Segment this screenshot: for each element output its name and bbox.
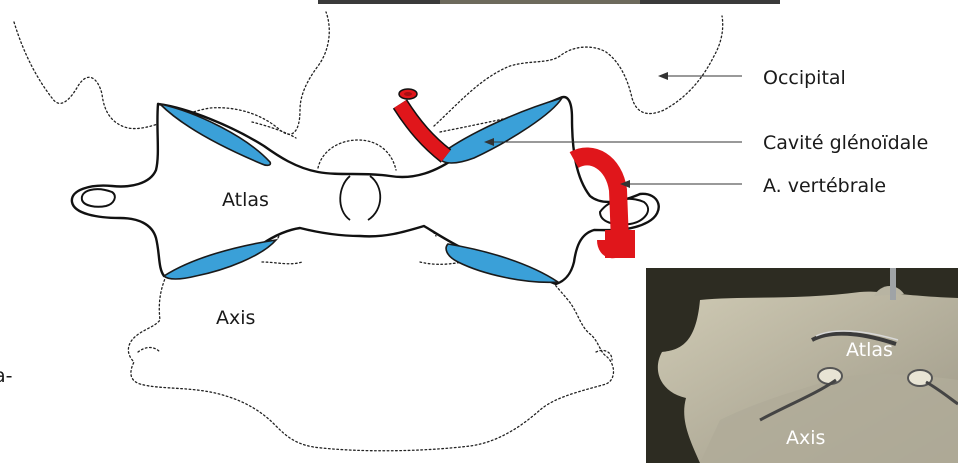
occipital-outline xyxy=(14,12,723,138)
atlas-label: Atlas xyxy=(222,189,269,211)
atlas-outline xyxy=(72,97,659,284)
photo-atlas-label: Atlas xyxy=(846,339,893,361)
glenoid-cavity-label: Cavité glénoïdale xyxy=(763,132,928,154)
top-photo-strip xyxy=(318,0,780,4)
cutoff-text: a- xyxy=(0,365,13,387)
axis-label: Axis xyxy=(216,307,255,329)
vertebral-artery-label: A. vertébrale xyxy=(763,175,886,197)
photo-axis-label: Axis xyxy=(786,427,825,449)
occipital-label: Occipital xyxy=(763,67,846,89)
specimen-photo: Atlas Axis xyxy=(646,268,958,463)
